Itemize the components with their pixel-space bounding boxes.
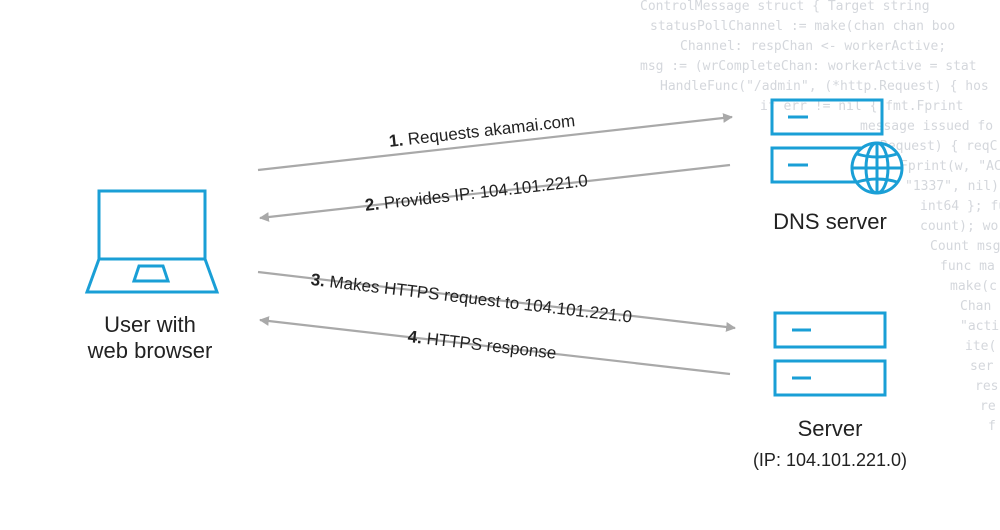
step-number: 2. — [364, 194, 381, 215]
code-line: ControlMessage struct { Target string — [640, 0, 930, 14]
code-line: message issued fo — [860, 119, 993, 134]
code-line: res — [975, 379, 998, 394]
code-line: Request) { reqC — [880, 139, 997, 154]
code-line: if err != nil { fmt.Fprint — [760, 99, 964, 114]
code-line: "acti — [960, 319, 999, 334]
dns-server-label: DNS server — [773, 209, 887, 234]
code-line: count); work — [920, 219, 1000, 234]
server-icon — [773, 311, 887, 397]
arrow-step-2 — [259, 163, 731, 222]
globe-icon — [850, 141, 904, 195]
code-line: statusPollChannel := make(chan chan boo — [650, 19, 955, 34]
code-line: func ma — [940, 259, 995, 274]
arrow-step-4 — [259, 316, 731, 376]
code-line: Fprint(w, "ACT — [900, 159, 1000, 174]
code-line: msg := (wrCompleteChan: workerActive = s… — [640, 59, 977, 74]
client-label-line-1: User with — [104, 312, 196, 337]
arrow-step-3 — [257, 270, 736, 332]
code-line: Count msg — [930, 239, 1000, 254]
client-label: User with web browser — [60, 312, 240, 364]
code-line: int64 }; fun — [920, 199, 1000, 214]
client-label-line-2: web browser — [87, 338, 213, 363]
arrow-step-1 — [257, 113, 733, 172]
code-line: f — [988, 419, 996, 434]
code-line: re — [980, 399, 996, 414]
step-number: 3. — [309, 270, 327, 291]
code-line: ser — [970, 359, 994, 374]
code-line: Chan — [960, 299, 991, 314]
laptop-icon — [84, 189, 220, 294]
server-ip-label: (IP: 104.101.221.0) — [752, 450, 908, 470]
code-line: make(c — [950, 279, 997, 294]
code-line: ite( — [965, 339, 996, 354]
code-line: "1337", nil)); — [905, 179, 1000, 194]
code-line: HandleFunc("/admin", (*http.Request) { h… — [660, 79, 989, 94]
server-label: Server — [797, 416, 863, 441]
code-line: Channel: respChan <- workerActive; — [680, 39, 946, 54]
step-number: 1. — [388, 130, 405, 151]
step-number: 4. — [406, 327, 424, 348]
